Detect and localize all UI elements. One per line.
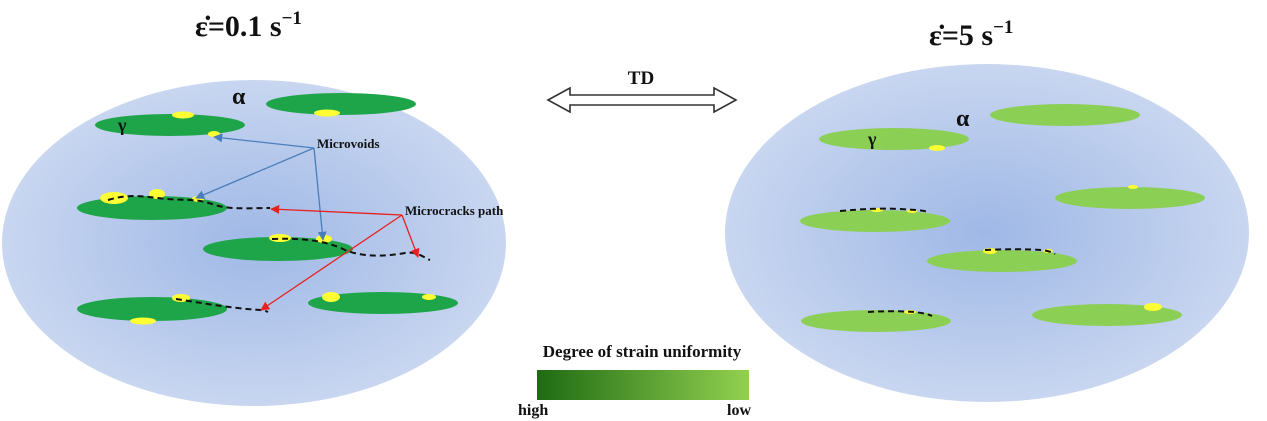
alpha-label-left: α xyxy=(232,84,246,110)
microvoid xyxy=(130,317,156,325)
microcrack-path xyxy=(867,310,933,317)
td-direction: TD xyxy=(546,68,738,114)
legend-high-label: high xyxy=(518,402,548,419)
microcrack-path xyxy=(839,207,929,213)
td-label: TD xyxy=(628,68,654,89)
legend-title: Degree of strain uniformity xyxy=(543,342,742,361)
microvoid xyxy=(208,131,220,137)
gamma-grain xyxy=(800,210,950,232)
right-panel: ε̇=5 s−1 α γ xyxy=(725,17,1249,402)
left-strain-rate-title: ε̇=0.1 s−1 xyxy=(195,8,302,43)
microcrack-arrow xyxy=(270,204,403,216)
microcrack-arrow xyxy=(260,214,403,311)
microvoid-arrow xyxy=(313,147,327,241)
gamma-grain xyxy=(77,297,227,321)
microvoid xyxy=(172,111,194,119)
gamma-grain xyxy=(801,310,951,332)
microcrack-path xyxy=(107,195,271,210)
microvoid-arrow xyxy=(195,147,315,199)
gamma-grain xyxy=(1032,304,1182,326)
legend-gradient-bar xyxy=(537,370,749,400)
microcracks-label: Microcracks path xyxy=(405,203,504,218)
left-panel: ε̇=0.1 s−1 α γ xyxy=(2,8,506,406)
gamma-label-left: γ xyxy=(117,115,127,135)
gamma-grain xyxy=(266,93,416,115)
microvoid xyxy=(269,234,291,242)
gamma-grain xyxy=(203,237,353,261)
gamma-grain xyxy=(77,196,227,220)
alpha-matrix-right xyxy=(725,64,1249,402)
microvoid xyxy=(929,145,945,151)
gamma-grain xyxy=(819,128,969,150)
double-arrow-icon xyxy=(546,86,738,114)
microvoid xyxy=(314,109,340,117)
microvoid xyxy=(1128,185,1138,189)
microvoid xyxy=(322,292,340,302)
strain-uniformity-legend: Degree of strain uniformity high low xyxy=(518,342,751,419)
alpha-label-right: α xyxy=(956,106,970,132)
microcrack-path xyxy=(271,237,431,261)
microvoid xyxy=(1144,303,1162,311)
microvoid xyxy=(422,294,436,300)
gamma-grain xyxy=(990,104,1140,126)
microvoids-label: Microvoids xyxy=(317,136,380,151)
right-strain-rate-title: ε̇=5 s−1 xyxy=(929,17,1013,52)
microvoid-arrow xyxy=(213,133,315,149)
gamma-grain xyxy=(95,114,245,136)
microcrack-path xyxy=(175,298,269,313)
gamma-label-right: γ xyxy=(867,129,877,149)
microcrack-arrow xyxy=(401,214,420,258)
legend-low-label: low xyxy=(727,402,751,419)
gamma-grain xyxy=(1055,187,1205,209)
gamma-grain xyxy=(308,292,458,314)
gamma-grain xyxy=(927,250,1077,272)
